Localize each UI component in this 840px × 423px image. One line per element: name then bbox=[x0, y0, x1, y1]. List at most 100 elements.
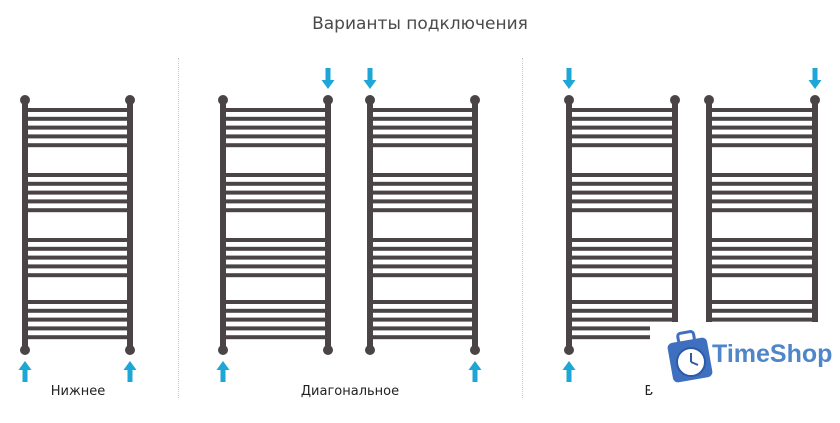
towel-bar bbox=[370, 308, 475, 313]
towel-bar bbox=[223, 199, 328, 204]
towel-bar bbox=[25, 238, 130, 242]
towel-bar bbox=[370, 208, 475, 213]
towel-rail bbox=[706, 100, 712, 350]
towel-bar bbox=[223, 190, 328, 195]
towel-bar bbox=[370, 181, 475, 186]
towel-bar bbox=[223, 116, 328, 121]
arrow-down-icon bbox=[321, 68, 335, 89]
towel-bar bbox=[709, 143, 815, 148]
towel-bar bbox=[569, 116, 675, 121]
arrow-up-icon bbox=[123, 361, 137, 382]
clock-bag-icon bbox=[667, 330, 713, 383]
towel-rail bbox=[325, 100, 331, 350]
towel-bar bbox=[25, 326, 130, 331]
towel-bar bbox=[709, 246, 815, 251]
page-title: Варианты подключения bbox=[312, 14, 528, 34]
rail-cap bbox=[20, 95, 30, 105]
towel-bar bbox=[25, 335, 130, 340]
towel-bar bbox=[223, 134, 328, 139]
towel-bar bbox=[370, 255, 475, 260]
rail-cap bbox=[365, 95, 375, 105]
towel-bar bbox=[569, 199, 675, 204]
towel-bar bbox=[223, 246, 328, 251]
towel-bar bbox=[370, 264, 475, 269]
rail-cap bbox=[470, 95, 480, 105]
towel-bar bbox=[709, 273, 815, 278]
rail-cap bbox=[564, 345, 574, 355]
towel-bar bbox=[709, 255, 815, 260]
timeshop-logo: TimeShop bbox=[650, 322, 840, 392]
towel-bar bbox=[569, 300, 675, 304]
towel-rail bbox=[472, 100, 478, 350]
towel-bar bbox=[569, 190, 675, 195]
towel-bar bbox=[370, 273, 475, 278]
towel-bar bbox=[370, 116, 475, 121]
towel-bar bbox=[223, 255, 328, 260]
towel-bar bbox=[223, 173, 328, 177]
towel-bar bbox=[223, 326, 328, 331]
towel-bar bbox=[370, 108, 475, 112]
towel-bar bbox=[569, 335, 675, 340]
towel-bar bbox=[25, 255, 130, 260]
towel-bar bbox=[25, 208, 130, 213]
towel-bar bbox=[569, 143, 675, 148]
towel-bar bbox=[25, 125, 130, 130]
towel-bar bbox=[223, 238, 328, 242]
label-side: В bbox=[644, 384, 654, 399]
towel-bar bbox=[569, 255, 675, 260]
towel-bar bbox=[223, 317, 328, 322]
towel-bar bbox=[709, 181, 815, 186]
towel-bar bbox=[223, 208, 328, 213]
towel-bar bbox=[709, 238, 815, 242]
divider bbox=[178, 58, 179, 398]
towel-bar bbox=[569, 181, 675, 186]
towel-bar bbox=[569, 317, 675, 322]
towel-bar bbox=[25, 134, 130, 139]
towel-bar bbox=[709, 108, 815, 112]
towel-bar bbox=[223, 273, 328, 278]
towel-bar bbox=[569, 173, 675, 177]
towel-bar bbox=[709, 308, 815, 313]
towel-bar bbox=[569, 246, 675, 251]
logo-text: TimeShop bbox=[712, 340, 833, 368]
rail-cap bbox=[810, 95, 820, 105]
towel-bar bbox=[370, 246, 475, 251]
towel-bar bbox=[25, 190, 130, 195]
towel-bar bbox=[370, 143, 475, 148]
arrow-up-icon bbox=[216, 361, 230, 382]
towel-bar bbox=[569, 308, 675, 313]
rail-cap bbox=[125, 345, 135, 355]
towel-bar bbox=[569, 326, 675, 331]
towel-bar bbox=[223, 308, 328, 313]
arrow-down-icon bbox=[363, 68, 377, 89]
divider bbox=[522, 58, 523, 398]
rail-cap bbox=[125, 95, 135, 105]
towel-bar bbox=[370, 173, 475, 177]
rail-cap bbox=[670, 95, 680, 105]
towel-bar bbox=[370, 326, 475, 331]
label-bottom: Нижнее bbox=[50, 384, 106, 399]
towel-bar bbox=[223, 108, 328, 112]
towel-bar bbox=[25, 317, 130, 322]
towel-bar bbox=[25, 308, 130, 313]
towel-bar bbox=[569, 238, 675, 242]
towel-bar bbox=[569, 134, 675, 139]
towel-bar bbox=[709, 190, 815, 195]
arrow-up-icon bbox=[562, 361, 576, 382]
towel-bar bbox=[223, 125, 328, 130]
rail-cap bbox=[704, 95, 714, 105]
rail-cap bbox=[323, 95, 333, 105]
rail-cap bbox=[470, 345, 480, 355]
towel-bar bbox=[709, 199, 815, 204]
towel-rail bbox=[566, 100, 572, 350]
towel-rail bbox=[22, 100, 28, 350]
towel-bar bbox=[223, 143, 328, 148]
towel-bar bbox=[223, 264, 328, 269]
towel-bar bbox=[370, 125, 475, 130]
towel-rail bbox=[812, 100, 818, 350]
towel-bar bbox=[370, 134, 475, 139]
rail-cap bbox=[323, 345, 333, 355]
rail-cap bbox=[218, 345, 228, 355]
